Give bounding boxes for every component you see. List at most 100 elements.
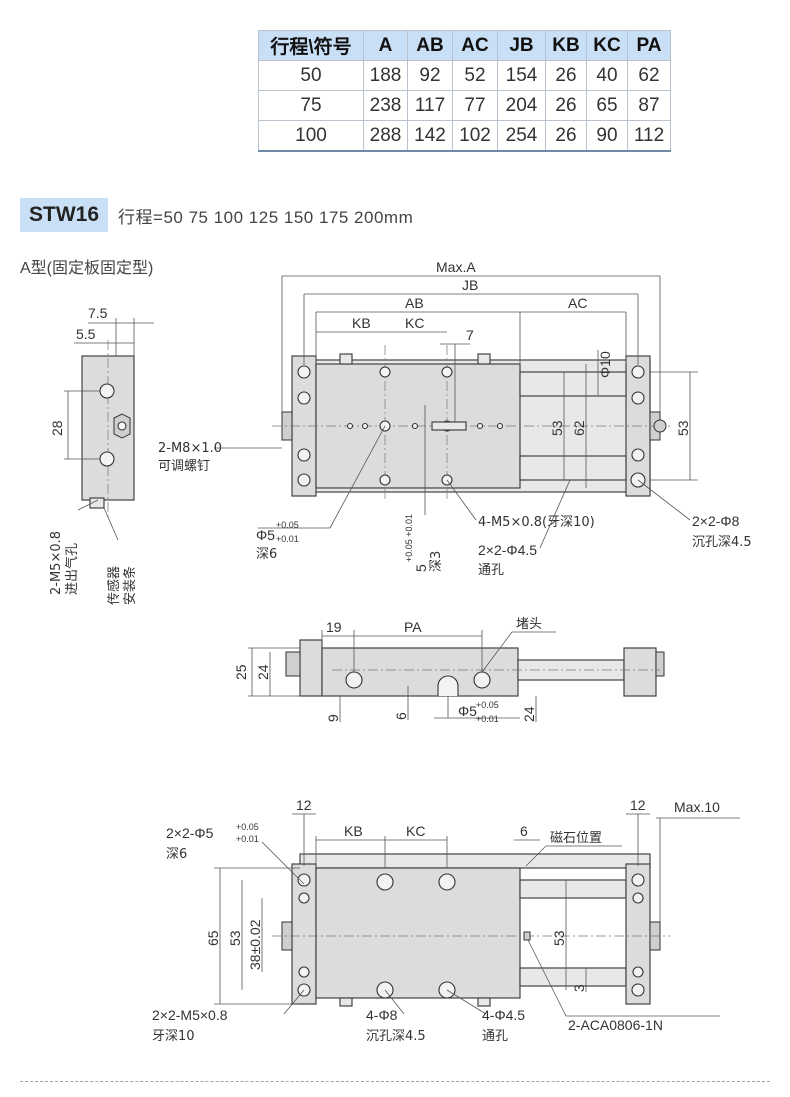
table-cell: 52 [452,60,498,91]
page-divider [20,1081,770,1082]
table-cell: 254 [497,120,546,152]
table-cell: 62 [627,60,671,91]
phi5-label: Φ5 [256,527,275,543]
stroke-options: 行程=50 75 100 125 150 175 200mm [118,207,414,227]
table-cell: 188 [363,60,408,91]
dim5-label: 5 [413,564,429,572]
table-cell: 50 [258,60,364,91]
bottom-phi45-label: 4-Φ4.5 [482,1007,525,1023]
bottom-phi8-label: 4-Φ8 [366,1007,398,1023]
dim-6: 6 [520,823,528,839]
front-phi5-tol-bot: +0.01 [476,714,499,724]
phi5-depth: 深6 [256,547,277,562]
bottom-m5-label: 2×2-M5×0.8 [152,1007,228,1023]
table-cell: 112 [627,120,671,152]
dim-38: 38±0.02 [247,919,263,970]
side-view: 7.5 5.5 28 2-M5×0.8 进出气孔 传感器 安装条 [49,305,154,605]
dim-6: 6 [393,712,409,720]
table-cell: 142 [407,120,453,152]
phi45-label-cn: 通孔 [478,563,504,578]
dim-12a: 12 [296,797,312,813]
dim-62: 62 [571,420,587,436]
bottom-phi5-tol-top: +0.05 [236,822,259,832]
dim-max-a: Max.A [436,259,476,275]
dim-25: 25 [233,664,249,680]
col-header: KC [586,30,628,61]
plug-hole [473,671,491,689]
table-cell: 26 [545,90,587,121]
col-header: PA [627,30,671,61]
table-cell: 90 [586,120,628,152]
dim-5-5: 5.5 [76,326,96,342]
dim-ab: AB [405,295,424,311]
table-row: 75 238 117 77 204 26 65 87 [258,90,671,121]
table-cell: 154 [497,60,546,91]
dim-7: 7 [466,327,474,343]
dim-24b: 24 [521,706,537,722]
phi5-tol-bot: +0.01 [276,534,299,544]
table-cell: 288 [363,120,408,152]
front-phi5-label: Φ5 [458,703,477,719]
phi8-label-cn: 沉孔深4.5 [692,535,752,550]
table-cell: 92 [407,60,453,91]
dim-12b: 12 [630,797,646,813]
table-row: 50 188 92 52 154 26 40 62 [258,60,671,91]
front-phi5-tol-top: +0.05 [476,700,499,710]
bottom-m5-label-cn: 牙深10 [152,1029,195,1044]
col-header: 行程\符号 [258,30,364,61]
sensor-label: 传感器 [106,566,122,605]
bottom-phi5-tol-bot: +0.01 [236,834,259,844]
phi45-label: 2×2-Φ4.5 [478,542,537,558]
dim-9: 9 [325,714,341,722]
plug-label: 堵头 [516,617,542,632]
dim-pa: PA [404,619,422,635]
table-cell: 204 [497,90,546,121]
type-label: A型(固定板固定型) [20,260,154,277]
top-view: Max.A JB AB AC KB KC 7 Φ10 53 62 53 2-M8… [158,259,752,578]
table-cell: 75 [258,90,364,121]
guide-rod-upper [519,371,627,397]
model-badge: STW16 [20,198,109,232]
phi8-label: 2×2-Φ8 [692,513,740,529]
dim-19: 19 [326,619,342,635]
dim-3: 3 [571,984,587,992]
dim-24a: 24 [255,664,271,680]
sensor-model: 2-ACA0806-1N [568,1017,663,1033]
sensor-label-cn: 安装条 [122,566,138,605]
port-label: 2-M5×0.8 [49,531,64,595]
col-header: JB [497,30,546,61]
dim5-tol: +0.05 +0.01 [404,514,414,562]
port-hole [99,383,115,399]
magnet-label: 磁石位置 [550,831,602,846]
table-cell: 238 [363,90,408,121]
dim-53a: 53 [549,420,565,436]
col-header: KB [545,30,587,61]
spec-table: 行程\符号 A AB AC JB KB KC PA 50 188 92 52 1… [258,30,671,152]
m5-label: 4-M5×0.8(牙深10) [478,515,595,530]
table-row: 100 288 142 102 254 26 90 112 [258,120,671,152]
dim-28: 28 [49,420,65,436]
dim-53b: 53 [675,420,691,436]
bottom-phi5-depth: 深6 [166,847,187,862]
table-cell: 100 [258,120,364,152]
bottom-view: 12 12 Max.10 KB KC 6 磁石位置 2×2-Φ5 +0.05 +… [152,797,740,1044]
dim-kb: KB [352,315,371,331]
dim-7-5: 7.5 [88,305,108,321]
model-heading: STW16 行程=50 75 100 125 150 175 200mm [20,196,413,234]
m8-label: 2-M8×1.0 [158,441,222,456]
dim-kc: KC [405,315,424,331]
dim-ac: AC [568,295,587,311]
dim-phi10: Φ10 [597,351,613,378]
front-view: 19 PA 堵头 25 24 9 6 Φ5 +0.05 +0.01 24 [233,617,665,724]
dim-53b: 53 [551,930,567,946]
port-label-cn: 进出气孔 [64,543,80,595]
port-hole [99,451,115,467]
bottom-body [315,867,521,999]
dim-jb: JB [462,277,478,293]
dim5-depth: 深3 [429,551,444,572]
dim-max10: Max.10 [674,799,720,815]
table-cell: 87 [627,90,671,121]
table-header-row: 行程\符号 A AB AC JB KB KC PA [258,30,671,61]
table-cell: 26 [545,120,587,152]
